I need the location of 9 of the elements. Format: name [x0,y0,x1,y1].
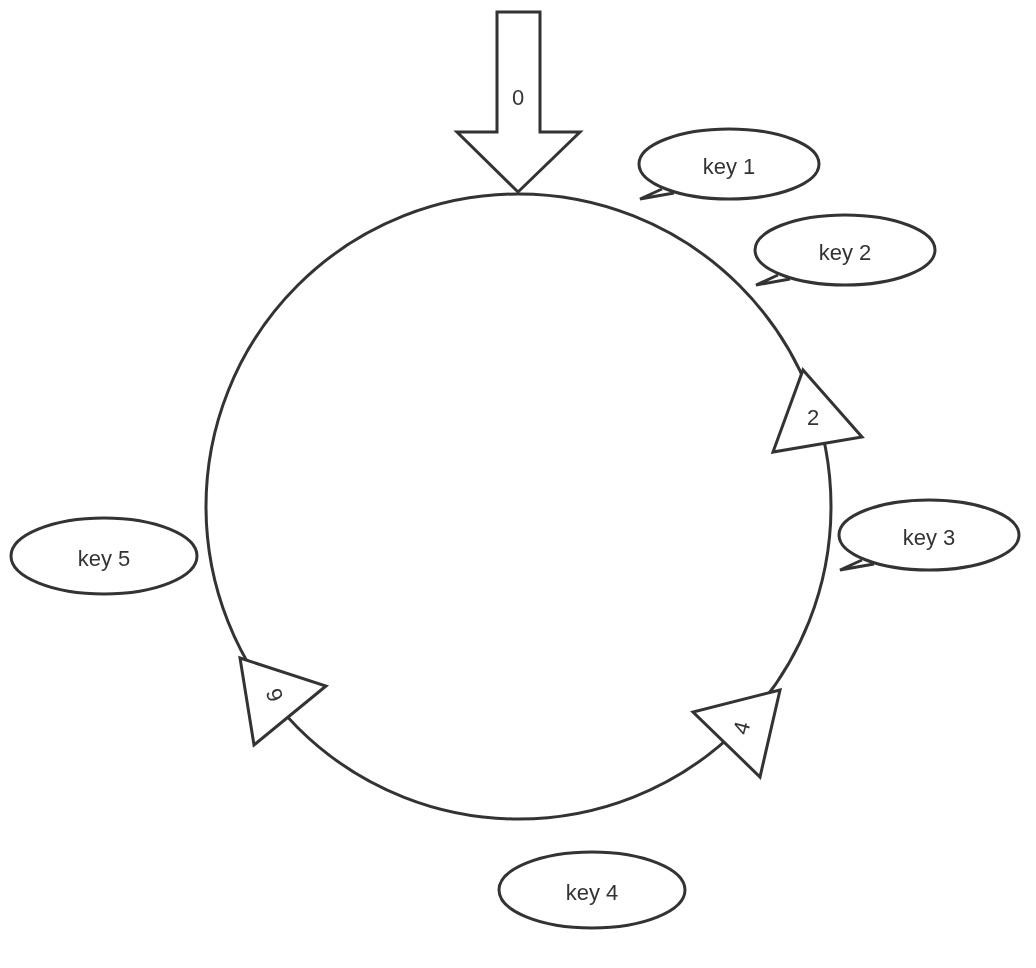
key-label: key 5 [77,548,131,570]
key-label: key 3 [902,527,956,549]
position-number: 6 [262,685,288,705]
key-label: key 4 [565,882,619,904]
position-number: 2 [806,407,820,429]
position-number: 4 [729,719,755,737]
key-label: key 2 [818,242,872,264]
key-label: key 1 [702,156,756,178]
position-number: 0 [511,87,525,109]
